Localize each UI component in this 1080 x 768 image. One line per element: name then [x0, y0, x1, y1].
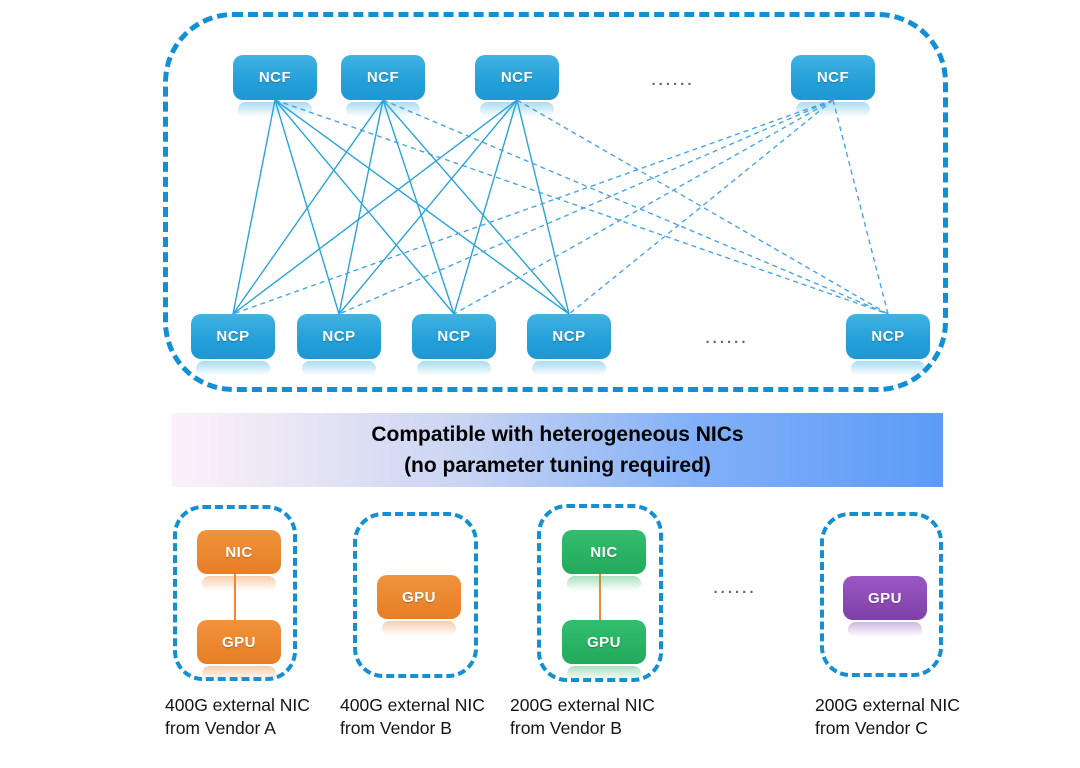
ncf-node-1: NCF	[233, 55, 317, 117]
caption-line-1: 200G external NIC	[815, 695, 960, 715]
nic-chip: NIC	[562, 530, 646, 591]
ncf-node-3: NCF	[475, 55, 559, 117]
ncp-node-3: NCP	[412, 314, 496, 376]
banner-line-1: Compatible with heterogeneous NICs	[371, 423, 744, 446]
ncp-node-1: NCP	[191, 314, 275, 376]
caption-line-1: 400G external NIC	[165, 695, 310, 715]
nic-gpu-connector	[599, 574, 601, 620]
gpu-chip: GPU	[377, 575, 461, 636]
host-box-vendor-b-400g: GPU	[353, 512, 478, 678]
ncp-row-ellipsis: ......	[705, 330, 749, 347]
banner-line-2: (no parameter tuning required)	[404, 454, 711, 477]
gpu-chip: GPU	[843, 576, 927, 637]
host-box-vendor-a: NIC GPU	[173, 505, 297, 681]
caption-vendor-b-400g: 400G external NIC from Vendor B	[340, 694, 485, 740]
fabric-container	[163, 12, 948, 392]
ncp-node-5: NCP	[846, 314, 930, 376]
nic-gpu-connector	[234, 574, 236, 620]
caption-vendor-a: 400G external NIC from Vendor A	[165, 694, 310, 740]
gpu-chip: GPU	[197, 620, 281, 681]
gpu-chip: GPU	[562, 620, 646, 681]
caption-vendor-b-200g: 200G external NIC from Vendor B	[510, 694, 655, 740]
caption-line-2: from Vendor B	[510, 718, 622, 738]
ncp-node-2: NCP	[297, 314, 381, 376]
host-box-vendor-c: GPU	[820, 512, 943, 677]
compatibility-banner: Compatible with heterogeneous NICs (no p…	[172, 413, 943, 487]
caption-line-1: 400G external NIC	[340, 695, 485, 715]
ncp-node-4: NCP	[527, 314, 611, 376]
caption-line-2: from Vendor A	[165, 718, 276, 738]
ncf-row-ellipsis: ......	[651, 72, 695, 89]
host-row-ellipsis: ......	[713, 580, 757, 597]
ncf-node-4: NCF	[791, 55, 875, 117]
caption-vendor-c: 200G external NIC from Vendor C	[815, 694, 960, 740]
caption-line-2: from Vendor C	[815, 718, 928, 738]
caption-line-1: 200G external NIC	[510, 695, 655, 715]
host-box-vendor-b-200g: NIC GPU	[537, 504, 663, 682]
ncf-node-2: NCF	[341, 55, 425, 117]
caption-line-2: from Vendor B	[340, 718, 452, 738]
nic-chip: NIC	[197, 530, 281, 591]
